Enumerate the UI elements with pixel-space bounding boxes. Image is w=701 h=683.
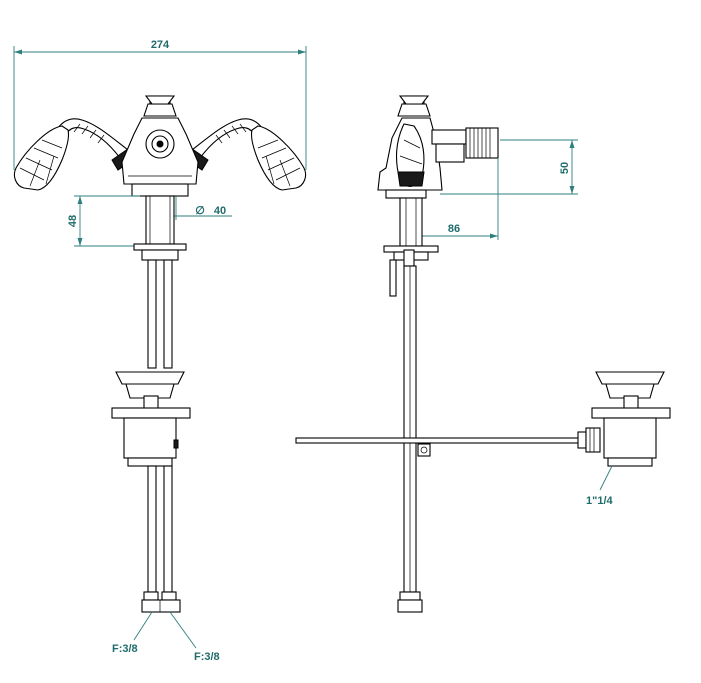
dimension-spout-height: 50 bbox=[440, 139, 578, 195]
spout-reach-label: 86 bbox=[448, 223, 460, 235]
dimension-spout-reach: 86 bbox=[408, 158, 499, 240]
deck-thickness-label: 48 bbox=[67, 215, 79, 227]
popup-rod bbox=[295, 427, 601, 457]
spout-height-label: 50 bbox=[559, 162, 571, 174]
hole-diameter-symbol: ∅ bbox=[195, 205, 205, 217]
hose-right-label: F:3/8 bbox=[194, 651, 220, 663]
left-handle bbox=[13, 118, 139, 191]
hose-left-label: F:3/8 bbox=[112, 643, 138, 655]
side-waste: 1"1/4 bbox=[586, 371, 671, 507]
side-view: 50 86 bbox=[295, 95, 671, 613]
overall-width-label: 274 bbox=[151, 39, 170, 51]
right-handle bbox=[181, 118, 307, 191]
front-view: 274 bbox=[13, 39, 307, 663]
front-body bbox=[121, 95, 199, 197]
side-body bbox=[377, 95, 499, 199]
side-shank bbox=[383, 197, 439, 613]
hole-diameter-label: 40 bbox=[214, 205, 226, 217]
front-waste bbox=[111, 371, 191, 467]
dimension-deck-thickness: 48 bbox=[67, 195, 140, 247]
dimension-overall-width: 274 bbox=[13, 39, 307, 170]
hose-labels: F:3/8 F:3/8 bbox=[112, 611, 220, 663]
waste-size-label: 1"1/4 bbox=[586, 495, 614, 507]
front-hoses bbox=[141, 465, 181, 613]
front-shank bbox=[133, 195, 187, 369]
